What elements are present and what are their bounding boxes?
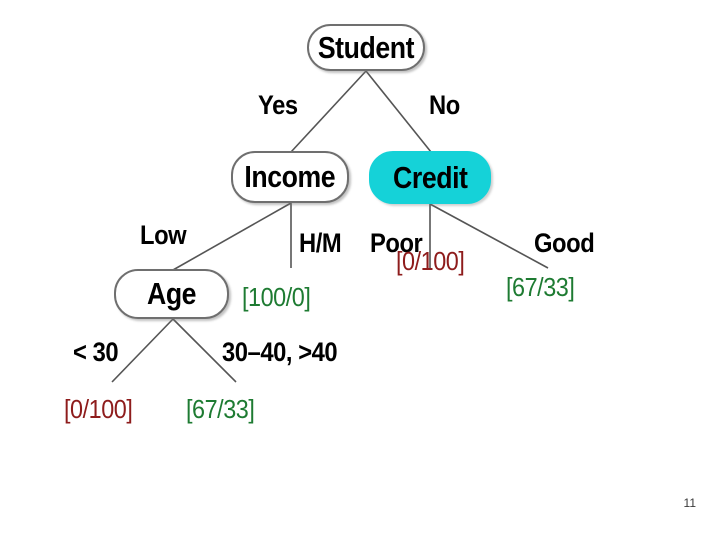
edge-income-age (172, 202, 292, 271)
tree-node-age[interactable]: Age (114, 269, 229, 319)
tree-node-age-label: Age (146, 276, 197, 311)
edge-label-income-hm: H/M (299, 228, 342, 258)
tree-node-student-label: Student (317, 29, 415, 65)
edge-label-credit-poor: Poor (370, 228, 423, 258)
leaf-age-under30: [0/100] (64, 394, 133, 424)
edge-label-credit-good: Good (534, 228, 595, 258)
edge-student-credit (365, 70, 432, 153)
edge-label-income-low: Low (140, 220, 187, 250)
edge-label-age-30to40plus: 30–40, >40 (222, 337, 338, 367)
tree-node-student[interactable]: Student (307, 24, 425, 71)
leaf-age-over30: [67/33] (186, 394, 255, 424)
tree-node-credit[interactable]: Credit (369, 151, 491, 204)
edge-label-age-under30: < 30 (73, 337, 119, 367)
leaf-credit-good: [67/33] (506, 272, 575, 302)
edge-label-student-yes: Yes (258, 90, 298, 120)
leaf-credit-poor: [0/100] (396, 246, 465, 276)
edge-label-student-no: No (429, 90, 460, 120)
page-number: 11 (683, 496, 696, 510)
edge-student-income (290, 70, 367, 153)
tree-node-credit-label: Credit (392, 159, 468, 195)
tree-node-income-label: Income (244, 159, 336, 194)
tree-node-income[interactable]: Income (231, 151, 349, 203)
edge-age-under30 (111, 318, 174, 383)
leaf-income-hm: [100/0] (242, 282, 311, 312)
edge-credit-good (429, 203, 549, 269)
edge-age-over30 (172, 318, 237, 383)
